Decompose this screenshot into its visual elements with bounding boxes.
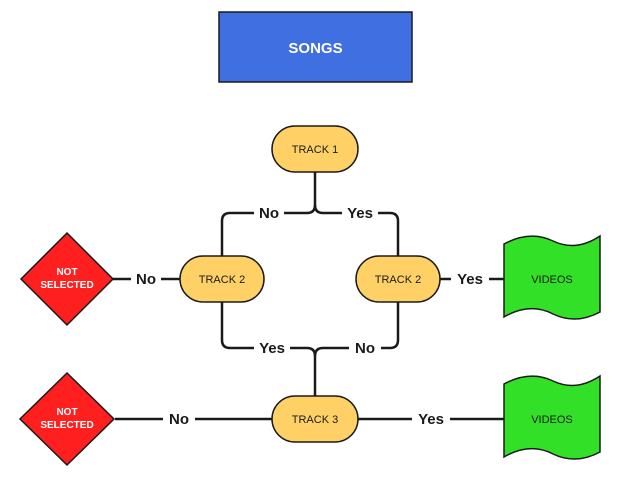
edge-track2-right-no <box>313 302 400 357</box>
edge-label-track3-yes: Yes <box>418 411 444 428</box>
track2-left-label: TRACK 2 <box>199 274 245 286</box>
track3-label: TRACK 3 <box>292 414 338 426</box>
edge-label-track2-right-no: No <box>355 340 375 357</box>
not-selected-top-line1: NOT <box>56 267 77 278</box>
songs-header-box: SONGS <box>218 11 413 83</box>
edge-track1-yes <box>313 204 400 256</box>
videos-top-node: VIDEOS <box>503 234 601 320</box>
not-selected-top-line2: SELECTED <box>40 280 93 291</box>
not-selected-bottom-line2: SELECTED <box>40 420 93 431</box>
edge-label-track2-left-yes: Yes <box>259 340 285 357</box>
edge-label-track1-no: No <box>259 205 279 222</box>
track1-node: TRACK 1 <box>271 125 359 173</box>
track2-left-node: TRACK 2 <box>179 255 265 303</box>
edge-label-track2-right-yes: Yes <box>457 271 483 288</box>
videos-bottom-label: VIDEOS <box>531 414 573 426</box>
songs-title: SONGS <box>288 40 342 57</box>
edge-label-track3-no: No <box>169 411 189 428</box>
track1-label: TRACK 1 <box>292 144 338 156</box>
track3-node: TRACK 3 <box>271 395 359 443</box>
not-selected-bottom-node: NOT SELECTED <box>18 371 116 467</box>
track2-right-label: TRACK 2 <box>375 274 421 286</box>
videos-bottom-node: VIDEOS <box>503 374 601 460</box>
videos-top-label: VIDEOS <box>531 274 573 286</box>
edge-label-backgrounds <box>131 203 489 429</box>
edge-labels: No Yes No Yes Yes No No Yes <box>136 205 483 428</box>
connectors <box>112 172 504 421</box>
not-selected-bottom-line1: NOT <box>56 407 77 418</box>
edge-label-track1-yes: Yes <box>347 205 373 222</box>
not-selected-top-node: NOT SELECTED <box>19 231 115 327</box>
track2-right-node: TRACK 2 <box>355 255 441 303</box>
edge-label-track2-left-no: No <box>136 271 156 288</box>
